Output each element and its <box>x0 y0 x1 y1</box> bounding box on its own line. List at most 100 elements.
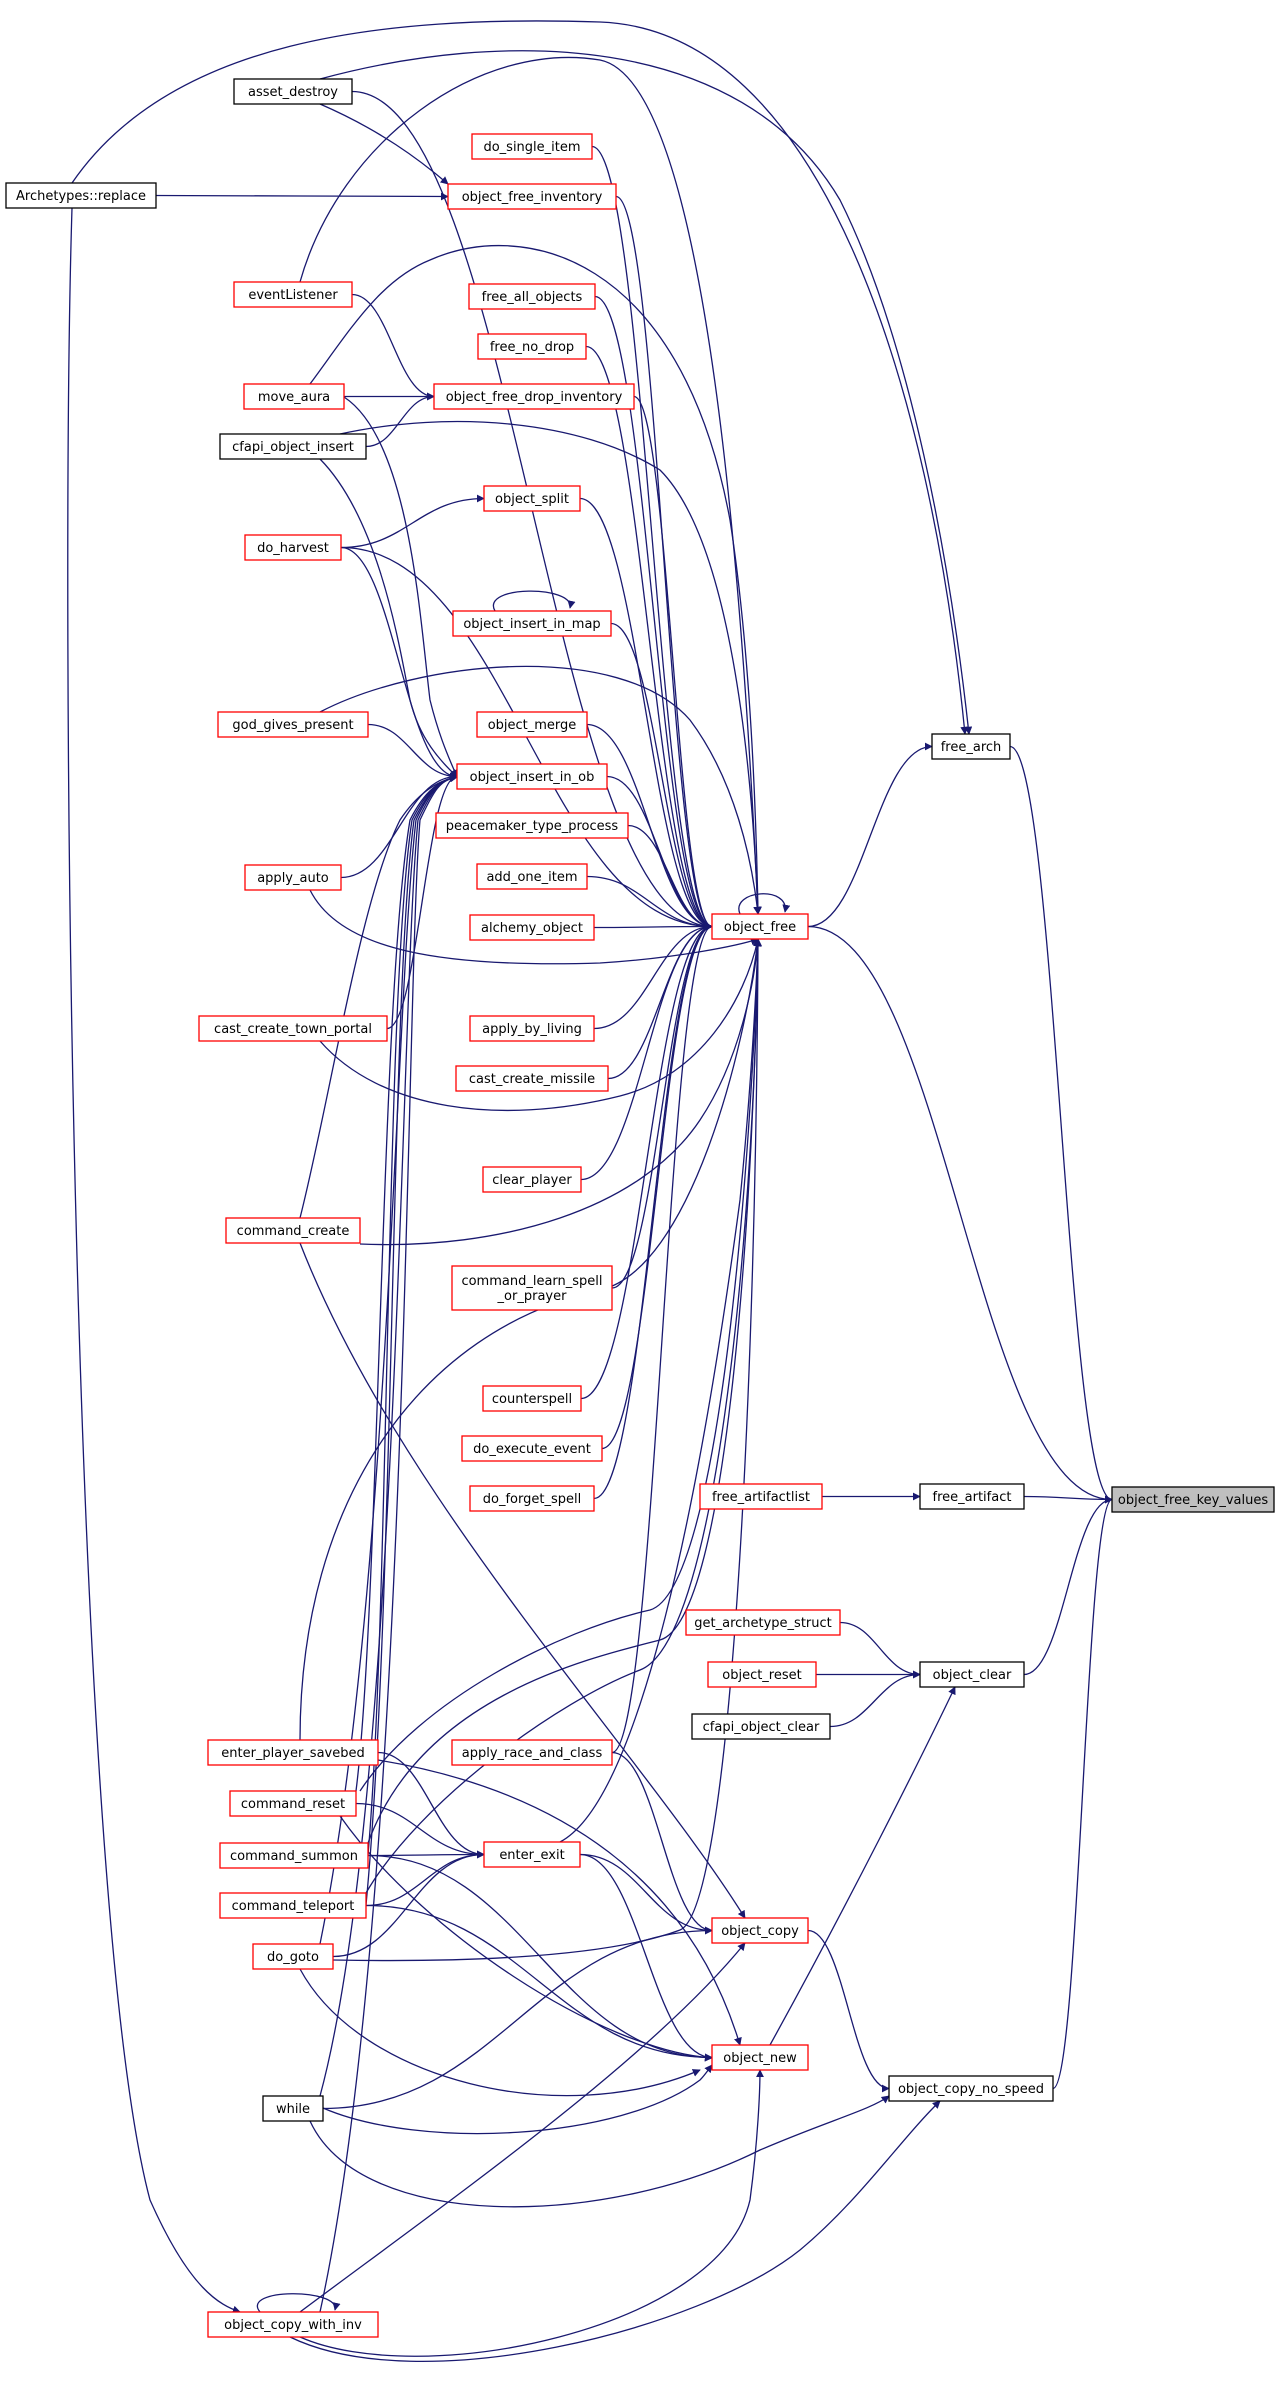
edge-while-to-object_copy_no_speed <box>309 2095 890 2208</box>
edge-while-to-object_copy <box>322 1926 713 2110</box>
node-object_reset[interactable]: object_reset <box>707 1661 817 1688</box>
node-peacemaker_type_process[interactable]: peacemaker_type_process <box>435 812 629 839</box>
edge-do_goto-to-object_insert_in_ob <box>319 774 458 1945</box>
node-command_learn_spell_or_prayer[interactable]: command_learn_spell_or_prayer <box>451 1265 613 1311</box>
node-add_one_item[interactable]: add_one_item <box>476 863 588 890</box>
edge-command_learn_spell_or_prayer-to-object_free <box>611 922 713 1289</box>
node-label-do_harvest: do_harvest <box>257 541 329 556</box>
node-box-clear_player <box>482 1166 582 1193</box>
edge-object_free-to-object_free_key_values <box>807 925 1113 1504</box>
node-apply_race_and_class[interactable]: apply_race_and_class <box>451 1739 613 1766</box>
node-get_archetype_struct[interactable]: get_archetype_struct <box>685 1609 841 1636</box>
node-object_new[interactable]: object_new <box>711 2044 809 2071</box>
node-object_clear[interactable]: object_clear <box>919 1661 1025 1688</box>
node-archetypes_replace[interactable]: Archetypes::replace <box>5 182 157 209</box>
node-object_free_key_values[interactable]: object_free_key_values <box>1111 1486 1275 1513</box>
node-free_no_drop[interactable]: free_no_drop <box>477 333 587 360</box>
node-label-free_artifactlist: free_artifactlist <box>712 1490 810 1505</box>
node-do_forget_spell[interactable]: do_forget_spell <box>469 1485 595 1512</box>
node-free_arch[interactable]: free_arch <box>931 733 1011 760</box>
node-command_create[interactable]: command_create <box>225 1217 361 1244</box>
node-asset_destroy[interactable]: asset_destroy <box>233 78 353 105</box>
node-label-clear_player: clear_player <box>492 1173 572 1188</box>
node-do_execute_event[interactable]: do_execute_event <box>461 1435 603 1462</box>
node-do_harvest[interactable]: do_harvest <box>244 534 342 561</box>
edge-object_free-to-object_free <box>738 893 791 915</box>
node-label-object_insert_in_ob: object_insert_in_ob <box>470 770 595 785</box>
node-label-command_learn_spell_or_prayer-0: command_learn_spell <box>461 1274 602 1289</box>
node-cfapi_object_clear[interactable]: cfapi_object_clear <box>691 1713 831 1740</box>
edge-god_gives_present-to-object_free <box>319 665 762 915</box>
node-box-peacemaker_type_process <box>435 812 629 839</box>
node-box-get_archetype_struct <box>685 1609 841 1636</box>
node-label-do_execute_event: do_execute_event <box>473 1442 591 1457</box>
node-label-cast_create_missile: cast_create_missile <box>469 1072 595 1087</box>
node-label-god_gives_present: god_gives_present <box>232 718 353 733</box>
node-free_artifactlist[interactable]: free_artifactlist <box>699 1483 823 1510</box>
node-box-eventListener <box>233 281 353 308</box>
node-do_single_item[interactable]: do_single_item <box>471 133 593 160</box>
node-object_free_drop_inventory[interactable]: object_free_drop_inventory <box>433 383 635 410</box>
node-command_teleport[interactable]: command_teleport <box>219 1892 367 1919</box>
node-label-move_aura: move_aura <box>258 390 330 405</box>
node-label-cfapi_object_insert: cfapi_object_insert <box>232 440 354 455</box>
node-label-apply_race_and_class: apply_race_and_class <box>462 1746 603 1761</box>
node-enter_exit[interactable]: enter_exit <box>483 1841 581 1868</box>
node-counterspell[interactable]: counterspell <box>482 1385 582 1412</box>
edge-object_copy_with_inv-to-object_insert_in_ob <box>319 774 458 2313</box>
node-box-free_artifact <box>919 1483 1025 1510</box>
node-cfapi_object_insert[interactable]: cfapi_object_insert <box>219 433 367 460</box>
node-label-object_free_inventory: object_free_inventory <box>462 190 603 205</box>
node-label-command_learn_spell_or_prayer-1: _or_prayer <box>497 1289 568 1304</box>
node-apply_by_living[interactable]: apply_by_living <box>469 1015 595 1042</box>
edge-do_forget_spell-to-object_free <box>593 922 713 1500</box>
node-label-object_copy_no_speed: object_copy_no_speed <box>898 2082 1044 2097</box>
edge-command_reset-to-object_insert_in_ob <box>355 774 458 1792</box>
node-box-enter_player_savebed <box>207 1739 379 1766</box>
node-while[interactable]: while <box>262 2095 324 2122</box>
node-box-object_insert_in_map <box>452 610 612 637</box>
node-label-get_archetype_struct: get_archetype_struct <box>694 1616 832 1631</box>
edge-object_insert_in_map-to-object_insert_in_map <box>492 590 576 612</box>
node-eventListener[interactable]: eventListener <box>233 281 353 308</box>
node-box-object_free <box>711 913 809 940</box>
node-label-object_new: object_new <box>723 2051 797 2066</box>
node-free_artifact[interactable]: free_artifact <box>919 1483 1025 1510</box>
node-cast_create_town_portal[interactable]: cast_create_town_portal <box>198 1015 388 1042</box>
node-object_copy_with_inv[interactable]: object_copy_with_inv <box>207 2311 379 2338</box>
edge-alchemy_object-to-object_free <box>593 922 713 931</box>
node-box-do_harvest <box>244 534 342 561</box>
node-command_summon[interactable]: command_summon <box>219 1842 369 1869</box>
node-do_goto[interactable]: do_goto <box>252 1943 334 1970</box>
node-object_free_inventory[interactable]: object_free_inventory <box>447 183 617 210</box>
edge-cfapi_object_insert-to-object_insert_in_ob <box>319 458 458 778</box>
node-label-object_free_key_values: object_free_key_values <box>1118 1493 1268 1508</box>
edge-get_archetype_struct-to-object_clear <box>839 1621 921 1679</box>
node-object_copy[interactable]: object_copy <box>711 1917 809 1944</box>
edge-object_copy_no_speed-to-object_free_key_values <box>1052 1495 1113 2090</box>
node-move_aura[interactable]: move_aura <box>243 383 345 410</box>
node-object_copy_no_speed[interactable]: object_copy_no_speed <box>888 2075 1054 2102</box>
node-box-do_goto <box>252 1943 334 1970</box>
node-clear_player[interactable]: clear_player <box>482 1166 582 1193</box>
node-box-archetypes_replace <box>5 182 157 209</box>
edge-do_harvest-to-object_split <box>340 494 485 549</box>
node-command_reset[interactable]: command_reset <box>229 1790 357 1817</box>
node-object_insert_in_ob[interactable]: object_insert_in_ob <box>456 763 608 790</box>
edge-peacemaker_type_process-to-object_free <box>627 824 713 931</box>
node-apply_auto[interactable]: apply_auto <box>244 864 342 891</box>
node-object_free[interactable]: object_free <box>711 913 809 940</box>
node-cast_create_missile[interactable]: cast_create_missile <box>455 1065 609 1092</box>
node-box-object_copy_no_speed <box>888 2075 1054 2102</box>
node-object_merge[interactable]: object_merge <box>476 711 588 738</box>
node-object_insert_in_map[interactable]: object_insert_in_map <box>452 610 612 637</box>
edge-do_goto-to-object_new <box>299 1968 701 2097</box>
node-free_all_objects[interactable]: free_all_objects <box>468 283 596 310</box>
edges-layer <box>67 20 1113 2362</box>
edge-command_create-to-object_free <box>359 938 762 1246</box>
node-alchemy_object[interactable]: alchemy_object <box>469 914 595 941</box>
node-object_split[interactable]: object_split <box>483 485 581 512</box>
node-box-cast_create_missile <box>455 1065 609 1092</box>
node-enter_player_savebed[interactable]: enter_player_savebed <box>207 1739 379 1766</box>
node-god_gives_present[interactable]: god_gives_present <box>217 711 369 738</box>
